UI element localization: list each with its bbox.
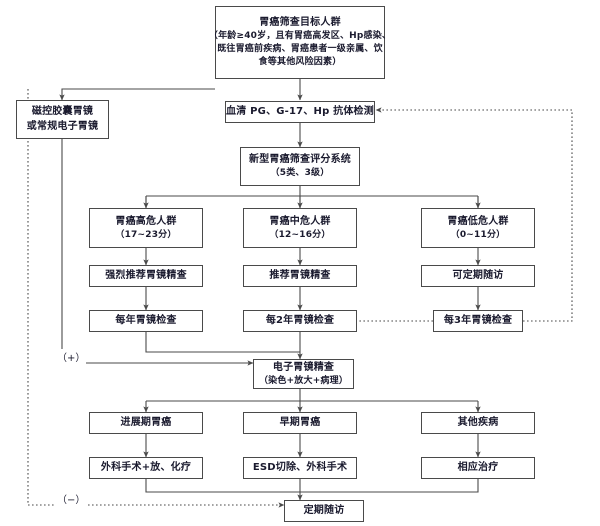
node-medium-risk[interactable]: 胃癌中危人群 （12~16分） <box>243 208 357 248</box>
node-strongly-recommend-line1: 强烈推荐胃镜精查 <box>105 269 187 281</box>
node-target-population-line1: 胃癌筛查目标人群 <box>259 17 341 29</box>
node-esd-surgery-line1: ESD切除、外科手术 <box>252 461 348 473</box>
node-serum-test-line1: 血清 PG、G-17、Hp 抗体检测 <box>226 105 374 117</box>
node-detailed-endoscopy-line1: 电子胃镜精查 <box>272 361 335 373</box>
node-scoring-system-line1: 新型胃癌筛查评分系统 <box>249 154 351 166</box>
node-low-risk-line1: 胃癌低危人群 <box>447 215 509 227</box>
node-low-risk[interactable]: 胃癌低危人群 （0~11分） <box>421 208 535 248</box>
node-biennial-check[interactable]: 每2年胃镜检查 <box>243 310 357 332</box>
node-high-risk-line1: 胃癌高危人群 <box>115 215 177 227</box>
node-detailed-endoscopy[interactable]: 电子胃镜精查 （染色+放大+病理） <box>253 359 354 389</box>
node-corresponding-treatment-line1: 相应治疗 <box>457 461 499 473</box>
node-early-cancer-line1: 早期胃癌 <box>279 416 321 428</box>
node-target-population[interactable]: 胃癌筛查目标人群 （年龄≥40岁，且有胃癌高发区、Hp感染、 既往胃癌前疾病、胃… <box>209 6 391 79</box>
edge-detailed-bus <box>146 389 478 402</box>
node-may-follow-up[interactable]: 可定期随访 <box>421 265 535 287</box>
node-scoring-system[interactable]: 新型胃癌筛查评分系统 （5类、3级） <box>240 147 360 186</box>
node-low-risk-line2: （0~11分） <box>450 229 506 240</box>
node-serum-test[interactable]: 血清 PG、G-17、Hp 抗体检测 <box>225 101 375 123</box>
node-triennial-check-line1: 每3年胃镜检查 <box>443 314 513 326</box>
node-high-risk-line2: （17~23分） <box>115 229 177 240</box>
node-surgery-radio-chemo-line1: 外科手术+放、化疗 <box>100 461 192 473</box>
edge-yearly-to-detailed <box>145 332 300 353</box>
node-target-population-line4: 食等其他风险因素） <box>258 56 342 67</box>
node-scoring-system-line2: （5类、3级） <box>270 168 330 179</box>
node-other-disease[interactable]: 其他疾病 <box>421 412 535 434</box>
node-advanced-cancer[interactable]: 进展期胃癌 <box>89 412 203 434</box>
edge-label-positive: （+） <box>56 349 87 364</box>
node-yearly-check-line1: 每年胃镜检查 <box>115 314 177 326</box>
edge-target-to-capsule <box>59 88 215 101</box>
node-regular-follow-up-line1: 定期随访 <box>303 504 345 516</box>
edge-treatments-bus <box>145 479 479 493</box>
node-advanced-cancer-line1: 进展期胃癌 <box>120 416 172 428</box>
node-surgery-radio-chemo[interactable]: 外科手术+放、化疗 <box>89 457 203 479</box>
node-capsule-endoscopy-line2: 或常规电子胃镜 <box>26 120 99 132</box>
node-strongly-recommend[interactable]: 强烈推荐胃镜精查 <box>89 265 203 287</box>
node-early-cancer[interactable]: 早期胃癌 <box>243 412 357 434</box>
node-corresponding-treatment[interactable]: 相应治疗 <box>421 457 535 479</box>
node-medium-risk-line2: （12~16分） <box>269 229 331 240</box>
edge-scoring-bus <box>145 186 479 208</box>
node-other-disease-line1: 其他疾病 <box>457 416 499 428</box>
node-target-population-line3: 既往胃癌前疾病、胃癌患者一级亲属、饮 <box>217 44 383 55</box>
node-target-population-line2: （年龄≥40岁，且有胃癌高发区、Hp感染、 <box>208 31 392 42</box>
node-capsule-endoscopy[interactable]: 磁控胶囊胃镜 或常规电子胃镜 <box>16 100 109 139</box>
node-yearly-check[interactable]: 每年胃镜检查 <box>89 310 203 332</box>
node-recommend[interactable]: 推荐胃镜精查 <box>243 265 357 287</box>
node-regular-follow-up[interactable]: 定期随访 <box>284 500 364 522</box>
node-biennial-check-line1: 每2年胃镜检查 <box>265 314 335 326</box>
node-capsule-endoscopy-line1: 磁控胶囊胃镜 <box>31 106 94 118</box>
node-high-risk[interactable]: 胃癌高危人群 （17~23分） <box>89 208 203 248</box>
node-medium-risk-line1: 胃癌中危人群 <box>269 215 331 227</box>
node-esd-surgery[interactable]: ESD切除、外科手术 <box>243 457 357 479</box>
node-may-follow-up-line1: 可定期随访 <box>452 269 504 281</box>
edge-label-negative: （−） <box>56 491 87 506</box>
node-detailed-endoscopy-line2: （染色+放大+病理） <box>258 375 349 386</box>
node-triennial-check[interactable]: 每3年胃镜检查 <box>433 310 523 332</box>
node-recommend-line1: 推荐胃镜精查 <box>269 269 331 281</box>
